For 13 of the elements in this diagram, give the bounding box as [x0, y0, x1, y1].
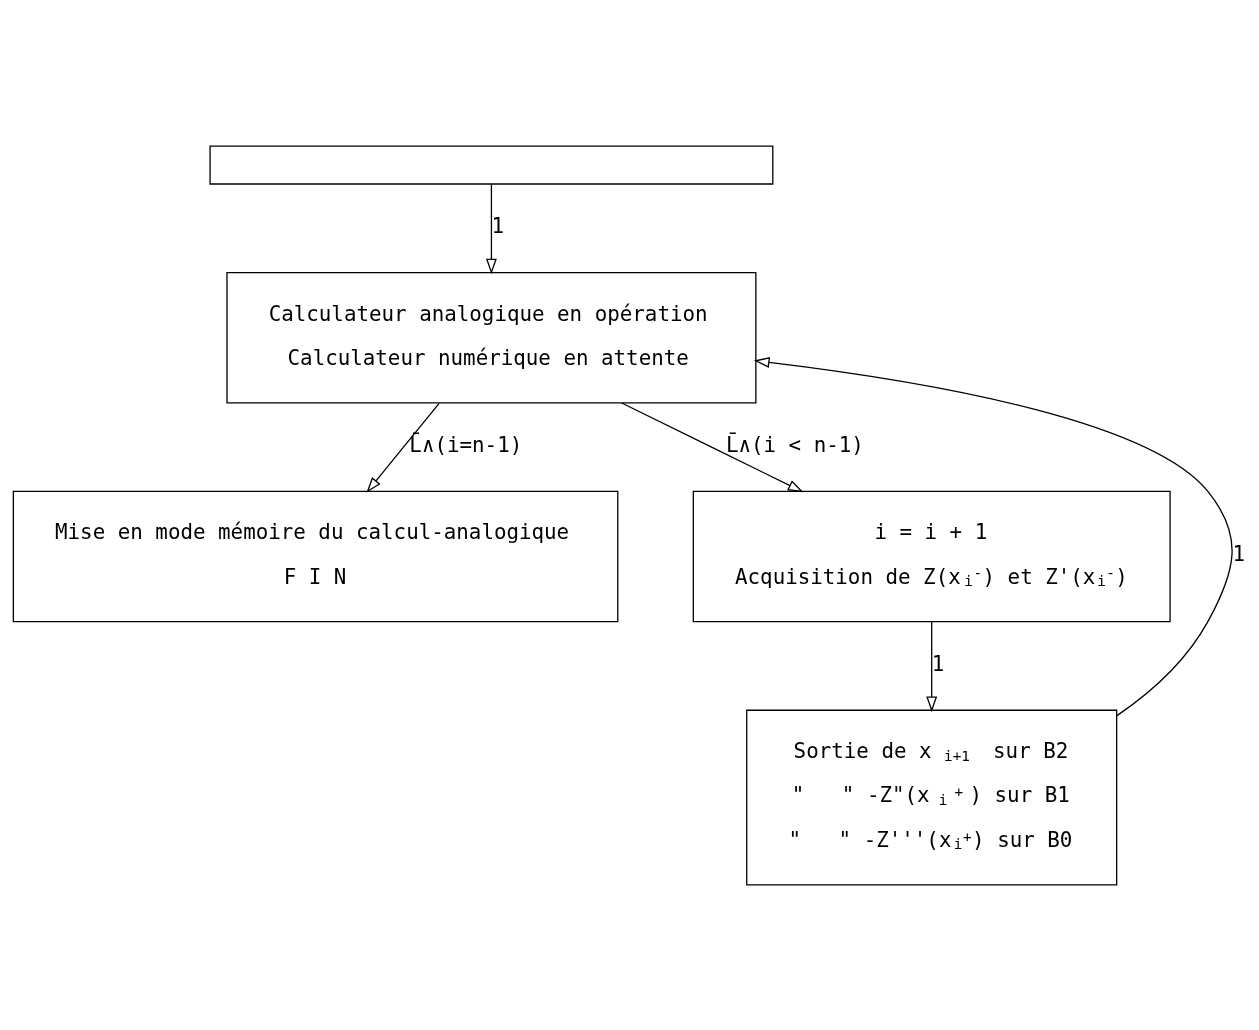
arrow: [621, 401, 804, 492]
node-box: Mise en mode mémoire du calcul-analogique F I N: [12, 490, 619, 622]
edge-label: 1: [491, 213, 504, 238]
arrow: [926, 620, 938, 712]
node-box: [209, 145, 774, 185]
node-box: Calculateur analogique en opération Calculateur numérique en attente: [226, 271, 757, 403]
arrow: [753, 356, 1233, 716]
edge-label: L̄∧(i=n-1): [409, 432, 523, 457]
arrow: [366, 402, 440, 493]
edge-label: L̄∧(i < n-1): [725, 432, 864, 457]
edge-label: 1: [1232, 541, 1246, 566]
edge-label: 1: [931, 651, 945, 676]
arrow: [485, 183, 497, 274]
